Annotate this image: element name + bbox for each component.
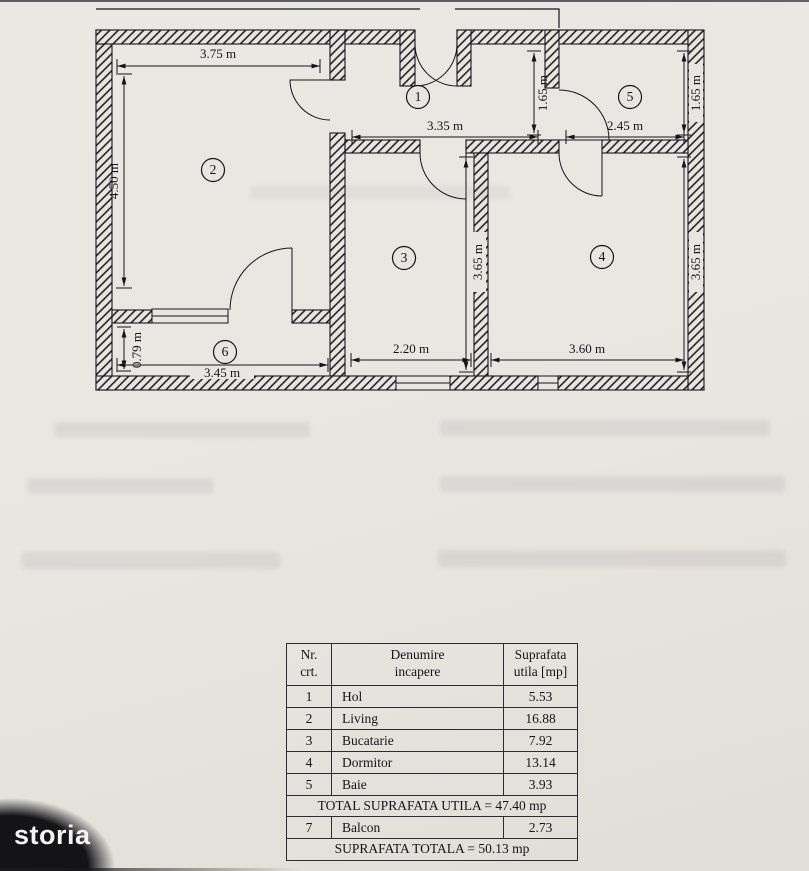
room-circle-baie — [617, 84, 643, 110]
room-number-baie: 5 — [627, 89, 634, 104]
row-name: Baie — [331, 773, 503, 795]
dim-living-height: 4.50 m — [106, 163, 121, 199]
room-number-balcon: 6 — [222, 344, 229, 359]
row-nr: 3 — [305, 732, 313, 748]
room-number-dormitor: 4 — [599, 249, 606, 264]
header-name: Denumire incapere — [331, 644, 503, 685]
faint-text-smudge — [438, 550, 786, 567]
row-area: 16.88 — [503, 707, 577, 729]
room-circle-dormitor — [589, 244, 615, 270]
areas-table-header: Nr. crt. Denumire incapere Suprafata uti… — [287, 644, 577, 686]
wall-segment — [95, 29, 401, 45]
walls — [95, 29, 705, 391]
dim-living-width: 3.75 m — [200, 46, 236, 61]
table-row: 2 Living 16.88 — [287, 707, 577, 730]
room-number-bucatarie: 3 — [401, 250, 408, 265]
faint-text-smudge — [250, 186, 510, 199]
dim-bucatarie-width: 2.20 m — [393, 341, 429, 356]
wall-segment — [557, 375, 689, 391]
bedroom-door-arc — [558, 152, 603, 197]
label-halos — [190, 64, 703, 379]
bathroom-door-arc — [558, 89, 610, 141]
header-nr: Nr. crt. — [300, 647, 318, 679]
dim-dormitor-width: 3.60 m — [569, 341, 605, 356]
dim-baie-width: 2.45 m — [607, 118, 643, 133]
room-circle-balcon — [212, 339, 238, 365]
dim-balcon-height: 0.79 m — [129, 332, 144, 368]
dim-hol-height: 1.65 m — [535, 75, 550, 111]
windows — [151, 308, 559, 391]
balcony-door-arc — [229, 247, 293, 311]
dim-baie-height: 1.65 m — [688, 75, 703, 111]
watermark-background — [0, 798, 160, 871]
scan-bottom-edge — [0, 868, 300, 871]
storia-watermark: storia — [14, 820, 91, 850]
table-row: 3 Bucatarie 7.92 — [287, 729, 577, 752]
wall-segment — [544, 29, 560, 89]
wall-segment — [456, 29, 689, 45]
room-number-living: 2 — [210, 162, 217, 177]
wall-segment — [291, 309, 331, 324]
row-name: Living — [331, 707, 503, 729]
wall-segment — [329, 132, 346, 391]
total-utila-row: TOTAL SUPRAFATA UTILA = 47.40 mp — [287, 796, 577, 817]
row-name: Dormitor — [331, 751, 503, 773]
wall-segment — [601, 139, 689, 154]
room-number-hol: 1 — [415, 89, 422, 104]
dim-hol-width: 3.35 m — [427, 118, 463, 133]
wall-segment — [344, 139, 421, 154]
row-area: 7.92 — [503, 729, 577, 751]
row-nr: 7 — [305, 819, 313, 835]
faint-text-smudge — [22, 552, 280, 569]
table-row-balcon: 7 Balcon 2.73 — [287, 816, 577, 839]
row-area: 13.14 — [503, 751, 577, 773]
wall-segment — [449, 375, 539, 391]
faint-text-smudge — [440, 476, 785, 492]
wall-segment — [399, 29, 416, 87]
room-circle-living — [200, 157, 226, 183]
wall-segment — [95, 29, 113, 391]
header-area: Suprafata utila [mp] — [503, 644, 577, 685]
faint-text-smudge — [28, 478, 213, 493]
entrance-door-arc — [414, 43, 458, 87]
row-nr: 5 — [305, 776, 313, 792]
faint-text-smudge — [440, 420, 770, 436]
row-area: 5.53 — [503, 685, 577, 707]
dim-balcon-width: 3.45 m — [204, 365, 240, 380]
room-circle-hol — [405, 84, 431, 110]
row-nr: 4 — [305, 754, 313, 770]
dimension-labels: 3.75 m 4.50 m 3.35 m 1.65 m 2.45 m 1.65 … — [106, 46, 703, 380]
wall-segment — [329, 29, 346, 81]
living-door-arc — [289, 79, 331, 121]
row-nr: 1 — [305, 688, 313, 704]
total-generala-row: SUPRAFATA TOTALA = 50.13 mp — [334, 840, 530, 856]
row-name: Bucatarie — [331, 729, 503, 751]
row-name: Balcon — [331, 816, 503, 838]
wall-segment — [456, 29, 472, 87]
dimension-lines — [116, 50, 691, 373]
entrance-door-arc — [414, 43, 458, 87]
room-circle-bucatarie — [391, 245, 417, 271]
dim-bucatarie-height: 3.65 m — [470, 244, 485, 280]
building-outline-top — [96, 8, 560, 28]
floorplan-drawing: 3.75 m 4.50 m 3.35 m 1.65 m 2.45 m 1.65 … — [95, 8, 705, 391]
table-row: 5 Baie 3.93 — [287, 773, 577, 796]
row-nr: 2 — [305, 710, 313, 726]
wall-segment — [111, 309, 153, 324]
row-area: 2.73 — [503, 816, 577, 838]
dim-dormitor-height: 3.65 m — [688, 244, 703, 280]
table-row: 4 Dormitor 13.14 — [287, 751, 577, 774]
scan-top-edge — [0, 0, 809, 2]
room-markers: 1 2 3 4 5 6 — [200, 84, 643, 365]
row-name: Hol — [331, 685, 503, 707]
wall-segment — [465, 139, 560, 154]
areas-table: Nr. crt. Denumire incapere Suprafata uti… — [286, 643, 578, 861]
row-area: 3.93 — [503, 773, 577, 795]
faint-text-smudge — [55, 422, 310, 437]
table-row: 1 Hol 5.53 — [287, 685, 577, 708]
